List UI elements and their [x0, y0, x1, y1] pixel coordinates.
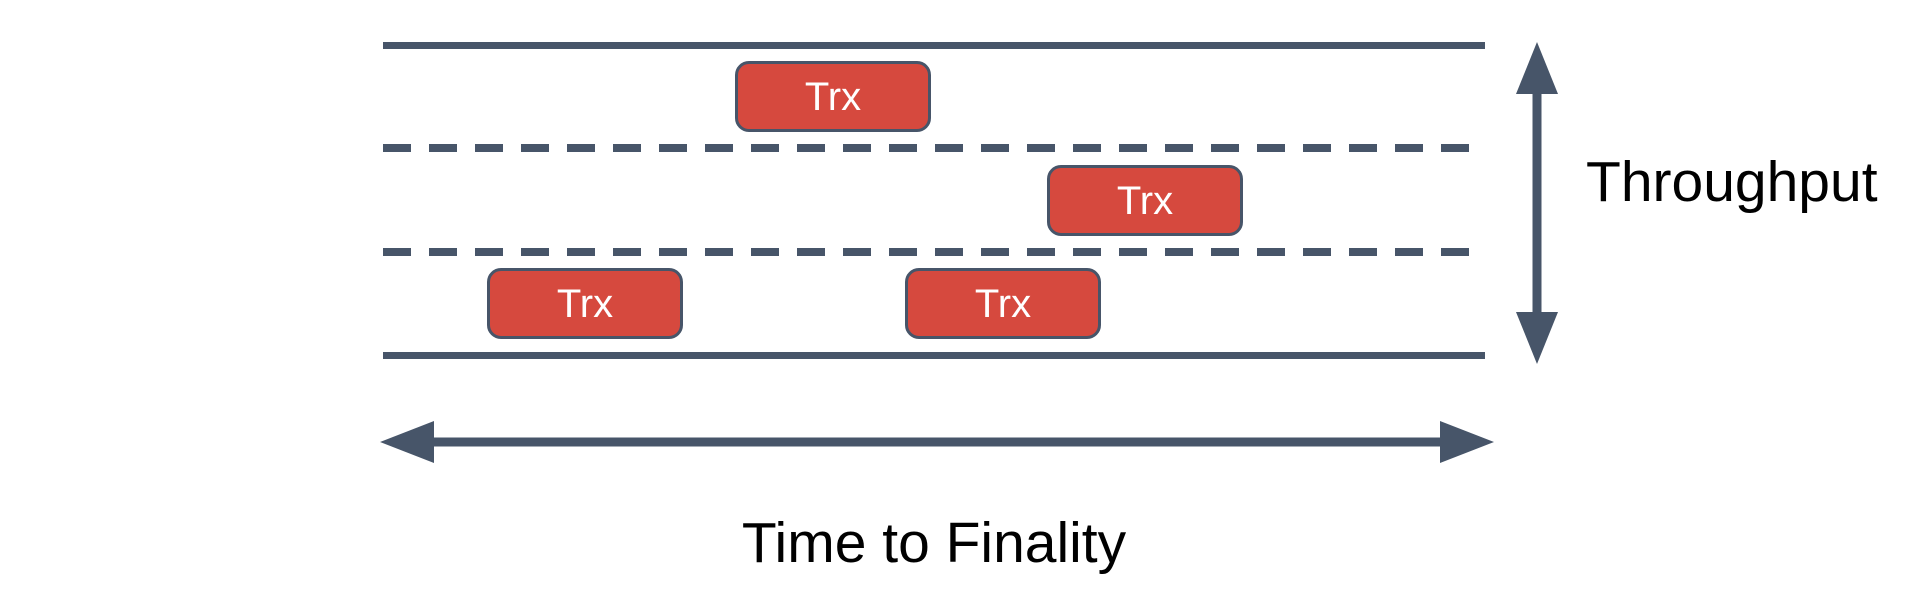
time-to-finality-label: Time to Finality [741, 511, 1127, 575]
trx-box-middle-lane: Trx [1047, 165, 1243, 236]
lane-divider-dashed-line-1 [383, 144, 1485, 152]
lane-divider-dashed-line-2 [383, 248, 1485, 256]
trx-box-top-lane: Trx [735, 61, 931, 132]
trx-box-bottom-lane-right: Trx [905, 268, 1101, 339]
trx-label: Trx [1116, 178, 1174, 223]
road-top-edge-line [383, 42, 1485, 49]
trx-label: Trx [556, 281, 614, 326]
throughput-double-arrow-icon [1516, 42, 1558, 364]
trx-box-bottom-lane-left: Trx [487, 268, 683, 339]
trx-label: Trx [974, 281, 1032, 326]
time-to-finality-double-arrow-icon [380, 421, 1494, 463]
throughput-label: Throughput [1586, 150, 1878, 214]
road-bottom-edge-line [383, 352, 1485, 359]
trx-label: Trx [804, 74, 862, 119]
